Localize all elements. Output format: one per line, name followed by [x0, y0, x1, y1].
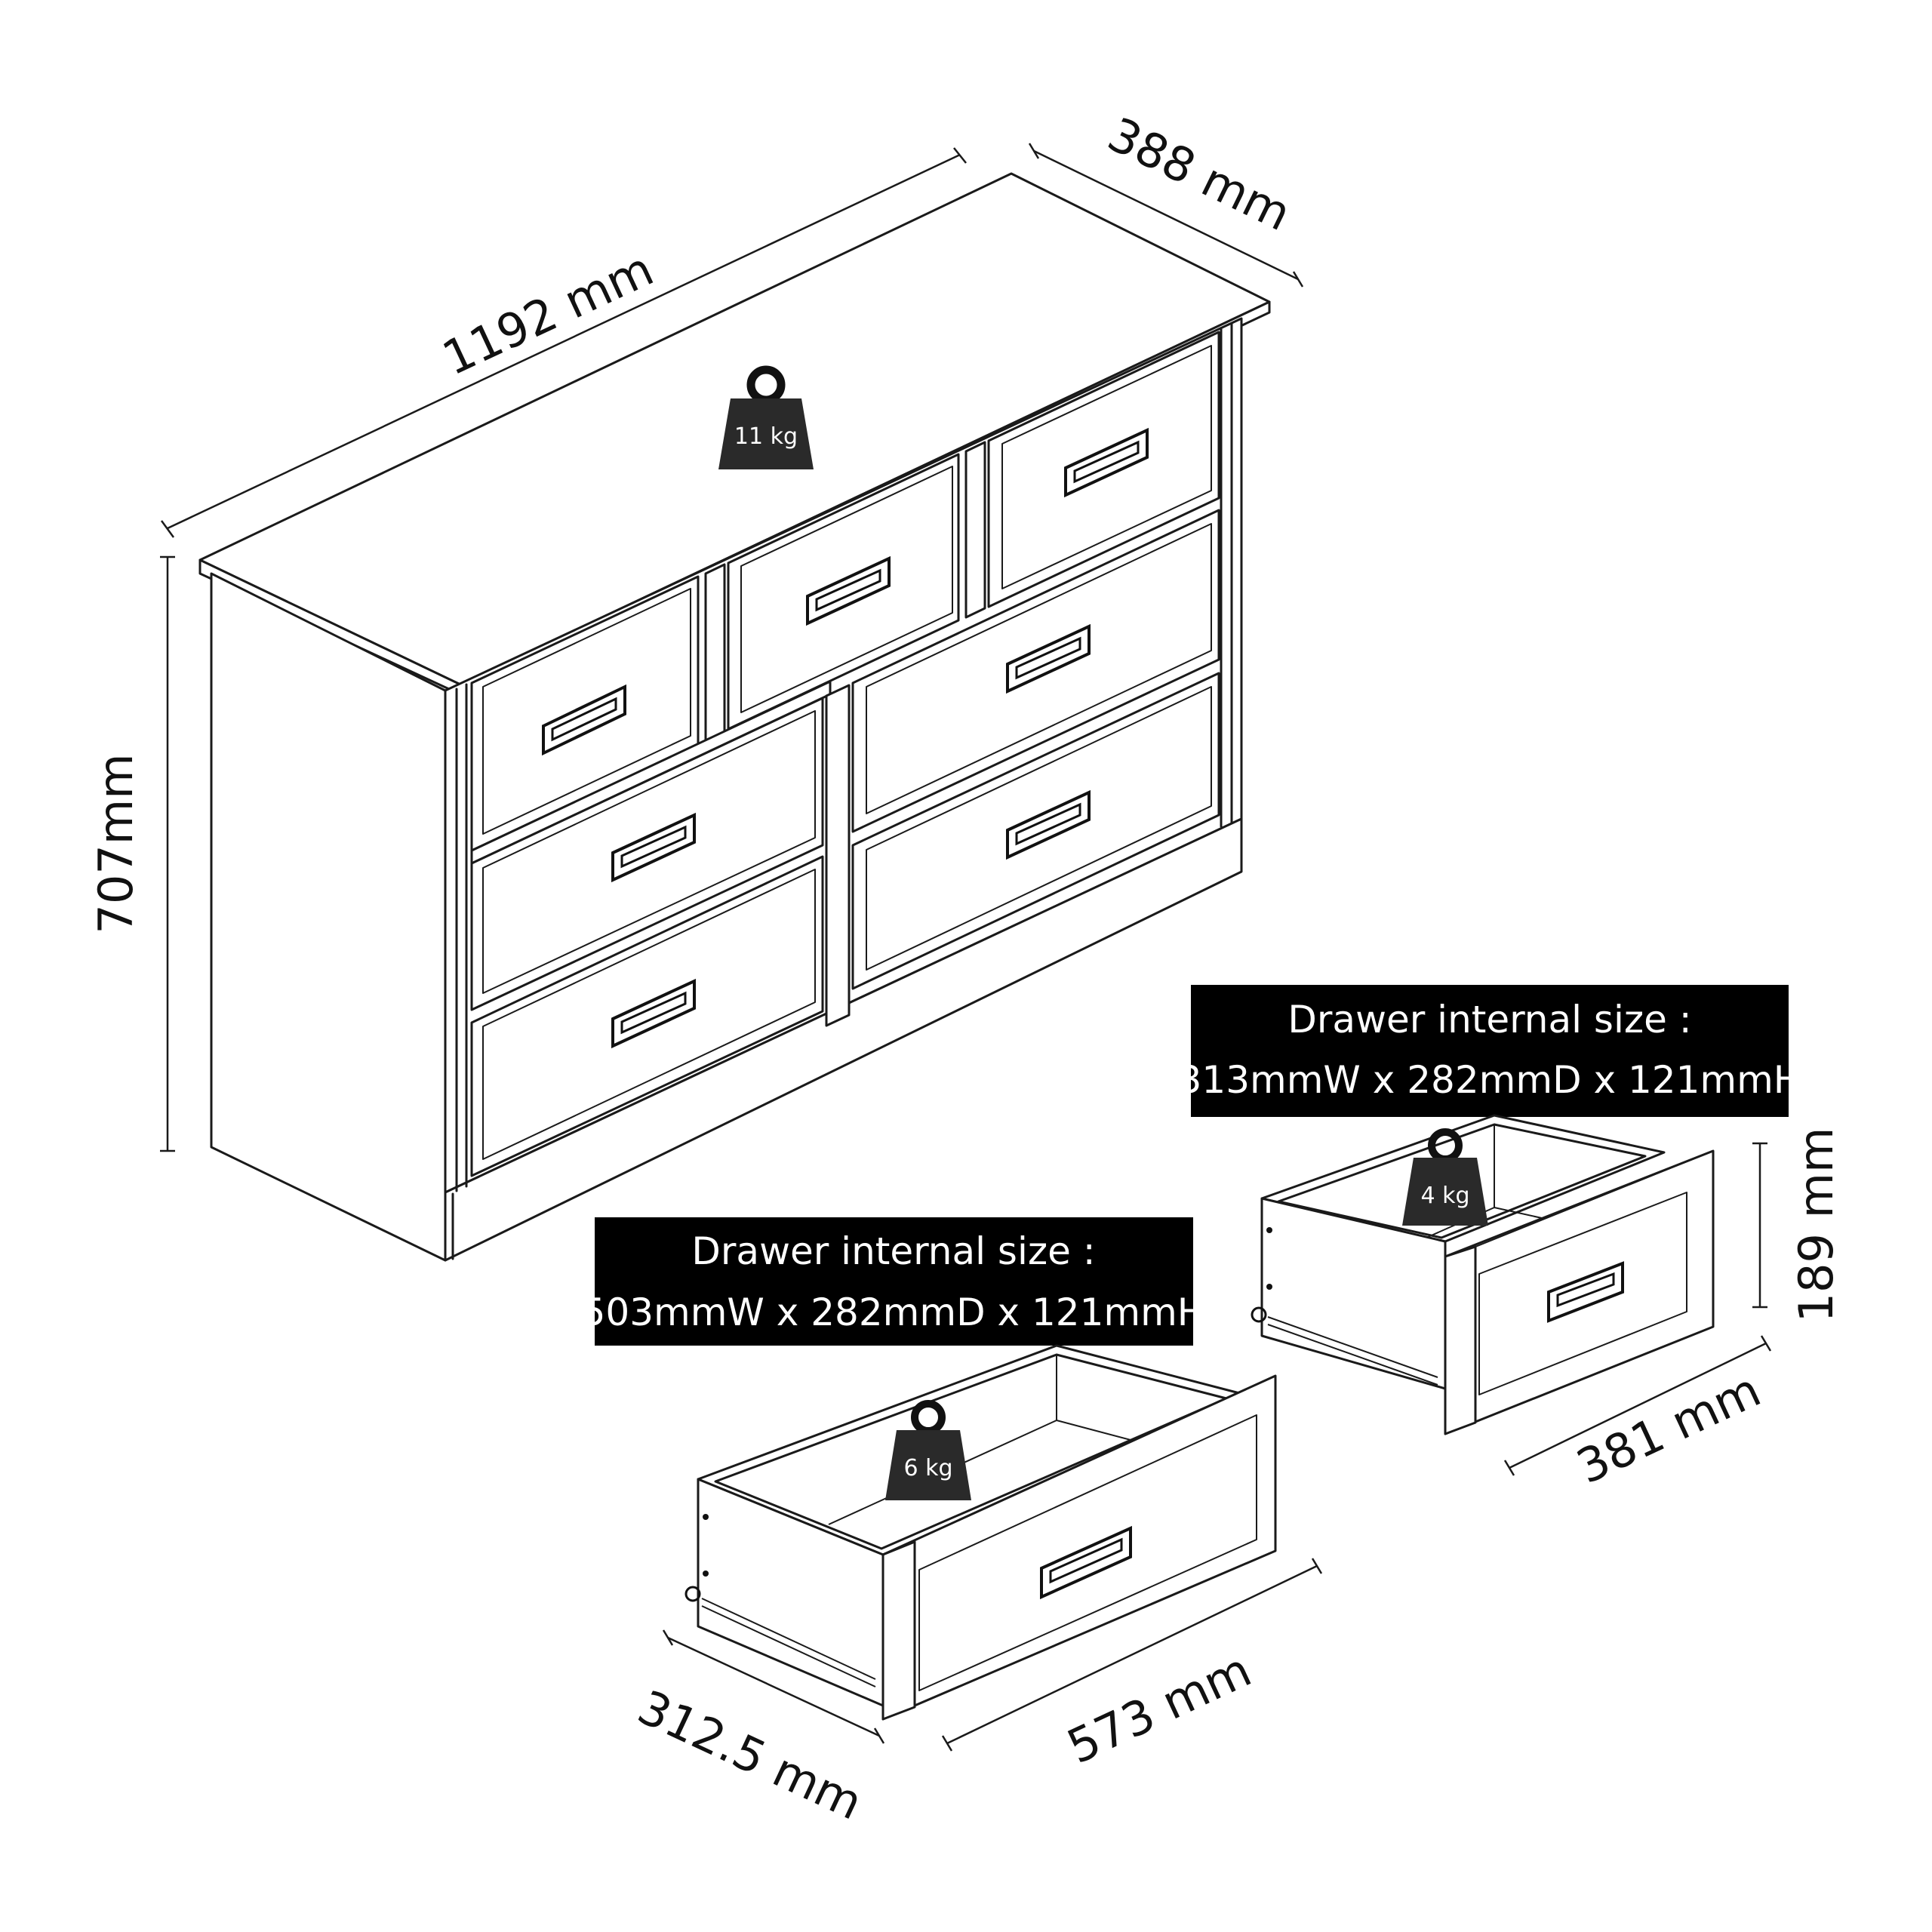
large-drawer-box-size: 503mmW x 282mmD x 121mmH: [582, 1291, 1206, 1334]
dim-small-drawer-height: 189 mm: [1752, 1128, 1844, 1323]
drawer-handles: [542, 427, 1149, 1049]
weight-label-small-drawer: 4 kg: [1420, 1183, 1469, 1209]
dresser-plinth: [444, 817, 1243, 1262]
weight-label-large-drawer: 6 kg: [903, 1455, 952, 1481]
small-drawer-info-box: Drawer internal size : 313mmW x 282mmD x…: [1178, 985, 1802, 1117]
large-drawer-width-label: 573 mm: [1059, 1642, 1259, 1775]
large-drawer: [685, 1344, 1277, 1721]
small-drawer-box-size: 313mmW x 282mmD x 121mmH: [1178, 1058, 1802, 1102]
weight-icon-large-drawer: 6 kg: [885, 1400, 971, 1500]
small-drawer-box-title: Drawer internal size :: [1287, 998, 1691, 1041]
dim-height: 707mm: [88, 555, 175, 1152]
small-drawer-label-bg: [1191, 985, 1789, 1117]
dresser: [198, 172, 1271, 1262]
dresser-side-panel: [210, 572, 447, 1262]
large-drawer-height-label: 312.5 mm: [630, 1679, 871, 1831]
small-drawer-depth-label: 381 mm: [1568, 1362, 1768, 1495]
large-drawer-label-bg: [595, 1217, 1193, 1346]
small-drawer: [1251, 1114, 1715, 1435]
small-drawer-height-label: 189 mm: [1789, 1128, 1844, 1323]
depth-label: 388 mm: [1100, 106, 1300, 242]
large-drawer-box-title: Drawer internal size :: [691, 1229, 1095, 1273]
height-label: 707mm: [88, 753, 143, 934]
weight-icon-unit: 11 kg: [718, 365, 814, 469]
large-drawer-info-box: Drawer internal size : 503mmW x 282mmD x…: [582, 1217, 1206, 1346]
weight-label-unit: 11 kg: [734, 423, 798, 450]
weight-icon-small-drawer: 4 kg: [1402, 1128, 1488, 1226]
